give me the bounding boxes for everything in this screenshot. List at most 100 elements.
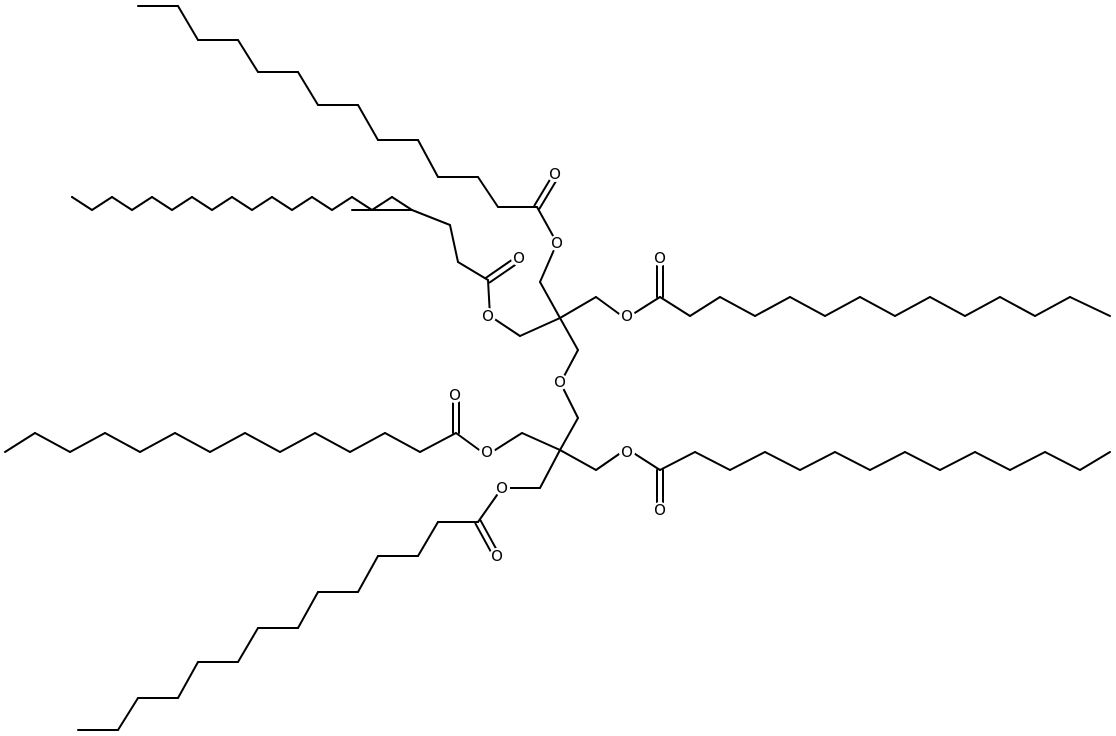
alkyl-chain-top (477, 176, 499, 208)
alkyl-chain-lower-left (314, 432, 351, 453)
alkyl-chain-lower-left (104, 432, 141, 453)
alkyl-chain-upper-right (824, 296, 861, 317)
svg-text:O: O (449, 386, 461, 404)
bond-ester (477, 494, 498, 523)
alkyl-chain-lower-left (139, 432, 176, 453)
bond-from-ether (559, 417, 579, 451)
svg-text:O: O (481, 443, 493, 461)
alkyl-chain-upper-left (251, 196, 273, 211)
alkyl-chain-top (357, 104, 379, 141)
alkyl-chain-upper-left-start (457, 261, 489, 281)
alkyl-chain-lower-right (869, 451, 906, 471)
alkyl-chain-lower-left (384, 432, 421, 453)
alkyl-chain-upper-right (999, 296, 1036, 317)
bond-lower-arm-1 (521, 432, 561, 451)
oxygen-atom-label: O (494, 479, 510, 497)
alkyl-chain-upper-left (131, 196, 153, 211)
bond-upper-arm-1 (539, 281, 561, 319)
svg-text:O: O (654, 249, 666, 267)
alkyl-chain-lower-right (1044, 451, 1081, 471)
bond-ester (455, 432, 483, 453)
alkyl-chain-top (417, 139, 439, 178)
svg-text:O: O (654, 501, 666, 519)
svg-text:O: O (621, 443, 633, 461)
bond-lower-arm-2 (559, 449, 597, 471)
alkyl-chain-top (177, 5, 199, 41)
alkyl-chain-lower-right (939, 451, 976, 471)
alkyl-chain-bottom (417, 521, 439, 557)
svg-text:O: O (491, 547, 503, 565)
alkyl-chain-upper-left (91, 196, 113, 211)
alkyl-chain-lower-left (209, 432, 246, 453)
svg-text:O: O (621, 307, 633, 325)
bond-upper-arm-3 (595, 296, 623, 317)
alkyl-chain-top (237, 39, 259, 73)
alkyl-chain-upper-right (1069, 296, 1111, 317)
alkyl-chain-upper-left (231, 196, 253, 211)
alkyl-chain-upper-right (689, 296, 721, 317)
alkyl-chain-upper-right (964, 296, 1001, 317)
alkyl-chain-lower-left (34, 432, 71, 453)
svg-text:O: O (482, 307, 494, 325)
alkyl-chain-bottom (117, 697, 139, 731)
carbonyl-double-bond (479, 519, 499, 553)
alkyl-chain-lower-left (279, 432, 316, 453)
oxygen-atom-label: O (619, 443, 635, 461)
alkyl-chain-lower-left (419, 432, 457, 453)
bond-upper-arm-3 (559, 296, 597, 319)
svg-text:O: O (551, 234, 563, 252)
alkyl-chain-lower-right (834, 451, 871, 471)
oxygen-atom-label: O (479, 443, 495, 461)
alkyl-chain-upper-left (311, 196, 333, 211)
oxygen-atom-label: O (511, 249, 527, 267)
alkyl-chain-lower-right (694, 451, 731, 471)
alkyl-chain-lower-left (349, 432, 386, 453)
alkyl-chain-upper-right (1034, 296, 1071, 317)
carbonyl-double-bond (474, 522, 494, 556)
alkyl-chain-upper-right (719, 296, 756, 317)
alkyl-chain-lower-right (729, 451, 766, 471)
alkyl-chain-upper-left (391, 196, 413, 211)
svg-text:O: O (513, 249, 525, 267)
oxygen-atom-label: O (652, 249, 668, 267)
carbonyl-double-bond (533, 174, 554, 207)
carbonyl-double-bond (485, 256, 517, 279)
alkyl-chain-upper-left (211, 196, 233, 211)
alkyl-chain-upper-right (929, 296, 966, 317)
alkyl-chain-lower-left (4, 432, 36, 453)
oxygen-atom-label: O (480, 307, 496, 325)
alkyl-chain-upper-right (789, 296, 826, 317)
bond-to-ether (559, 317, 579, 351)
alkyl-chain-lower-right (1009, 451, 1046, 471)
bond-lower-arm-2 (595, 451, 623, 471)
alkyl-chain-upper-left (331, 196, 353, 211)
alkyl-chain-upper-left (191, 196, 213, 211)
alkyl-chain-upper-left (371, 196, 393, 211)
svg-text:O: O (549, 165, 561, 183)
oxygen-atom-label: O (447, 386, 463, 404)
oxygen-atom-label: O (652, 501, 668, 519)
alkyl-chain-bottom (297, 591, 319, 629)
alkyl-chain-upper-left (151, 196, 173, 211)
alkyl-chain-lower-right (764, 451, 801, 471)
alkyl-chain-upper-right (894, 296, 931, 317)
bond-from-ether (561, 385, 579, 419)
bond-layer (4, 5, 1111, 731)
alkyl-chain-bottom (237, 627, 259, 663)
alkyl-chain-upper-left (351, 196, 373, 211)
bond-to-ether (561, 349, 579, 381)
alkyl-chain-top (297, 71, 319, 106)
alkyl-chain-upper-left (271, 196, 293, 211)
alkyl-chain-lower-left (174, 432, 211, 453)
oxygen-atom-label: O (619, 307, 635, 325)
alkyl-chain-bottom (177, 661, 199, 699)
bond (411, 209, 451, 226)
alkyl-chain-upper-left-start (449, 224, 459, 263)
alkyl-chain-upper-left (291, 196, 313, 211)
alkyl-chain-bottom (357, 555, 379, 593)
alkyl-chain-upper-left (71, 196, 93, 211)
bond-ester (629, 296, 661, 317)
bond-ester (631, 451, 661, 471)
